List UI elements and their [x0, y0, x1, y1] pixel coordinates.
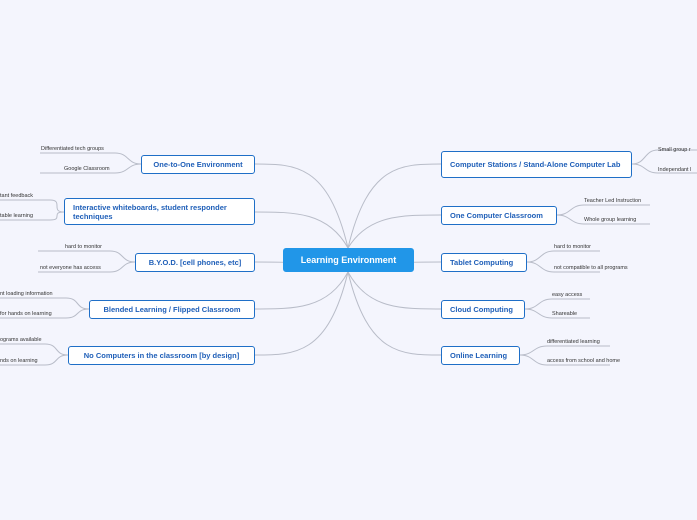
leaf-not-everyone-access[interactable]: not everyone has access — [40, 265, 101, 271]
connector-right-1 — [347, 214, 442, 249]
connector-left-1 — [254, 211, 349, 249]
leaf-connector-right-0-0 — [631, 149, 697, 165]
leaf-connector-left-2-0 — [38, 250, 136, 263]
branch-tablet-computing[interactable]: Tablet Computing — [441, 253, 527, 272]
connector-left-3 — [254, 271, 349, 310]
connector-left-0 — [254, 163, 349, 249]
connector-left-4 — [254, 271, 349, 356]
leaf-connector-right-2-0 — [526, 250, 600, 263]
leaf-connector-left-3-0 — [0, 297, 90, 310]
leaf-connector-left-1-1 — [0, 211, 65, 221]
leaf-connector-left-3-1 — [0, 308, 90, 319]
leaf-content-loading[interactable]: nt loading information — [0, 291, 53, 297]
branch-cloud-computing[interactable]: Cloud Computing — [441, 300, 525, 319]
branch-label: Tablet Computing — [450, 258, 514, 267]
branch-online-learning[interactable]: Online Learning — [441, 346, 520, 365]
leaf-hands-on-learning[interactable]: nds on learning — [0, 358, 38, 364]
branch-label: B.Y.O.D. [cell phones, etc] — [148, 258, 242, 267]
leaf-connector-left-4-0 — [0, 343, 69, 356]
branch-interactive-whiteboards[interactable]: Interactive whiteboards, student respond… — [64, 198, 255, 225]
leaf-connector-right-4-1 — [519, 354, 610, 366]
center-node[interactable]: Learning Environment — [283, 248, 414, 272]
leaf-small-group[interactable]: Small group r — [658, 147, 691, 153]
branch-label: Online Learning — [450, 351, 508, 360]
leaf-connector-left-4-1 — [0, 354, 69, 366]
leaf-connector-left-0-1 — [40, 163, 142, 174]
leaf-connector-right-1-0 — [556, 204, 650, 216]
leaf-easy-access[interactable]: easy access — [552, 292, 583, 298]
leaf-connector-left-1-0 — [0, 199, 65, 213]
branch-label: Blended Learning / Flipped Classroom — [103, 305, 241, 314]
branch-no-computers[interactable]: No Computers in the classroom [by design… — [68, 346, 255, 365]
branch-label: One Computer Classroom — [450, 211, 543, 220]
center-node-label: Learning Environment — [300, 254, 397, 265]
branch-one-computer-classroom[interactable]: One Computer Classroom — [441, 206, 557, 225]
leaf-connector-right-3-0 — [524, 298, 590, 310]
leaf-not-compatible[interactable]: not compatible to all programs — [554, 265, 628, 271]
leaf-shareable[interactable]: Shareable — [552, 311, 578, 317]
leaf-time-for-hands-on[interactable]: for hands on learning — [0, 311, 52, 317]
branch-byod[interactable]: B.Y.O.D. [cell phones, etc] — [135, 253, 255, 272]
leaf-access-school-home[interactable]: access from school and home — [547, 358, 621, 364]
leaf-teacher-led[interactable]: Teacher Led Instruction — [584, 198, 642, 204]
leaf-connector-right-0-1 — [631, 163, 697, 174]
leaf-connector-left-0-0 — [40, 152, 142, 165]
leaf-table-learning[interactable]: table learning — [0, 213, 34, 219]
branch-blended-learning[interactable]: Blended Learning / Flipped Classroom — [89, 300, 255, 319]
branch-one-to-one[interactable]: One-to-One Environment — [141, 155, 255, 174]
leaf-programs-available[interactable]: ograms available — [0, 337, 42, 343]
branch-label: Cloud Computing — [450, 305, 513, 314]
leaf-connector-left-2-1 — [38, 261, 136, 273]
leaf-differentiated-learning[interactable]: differentiated learning — [547, 339, 600, 345]
leaf-byod-hard-to-monitor[interactable]: hard to monitor — [65, 244, 102, 250]
connector-right-4 — [347, 271, 442, 356]
leaf-connector-right-2-1 — [526, 261, 600, 273]
leaf-connector-right-4-0 — [519, 345, 610, 356]
leaf-instant-feedback[interactable]: tant feedback — [0, 193, 34, 199]
branch-label: One-to-One Environment — [153, 160, 243, 169]
connector-right-3 — [347, 271, 442, 310]
leaf-independant[interactable]: Independant l — [658, 167, 692, 173]
branch-label: No Computers in the classroom [by design… — [83, 351, 240, 360]
branch-computer-stations[interactable]: Computer Stations / Stand-Alone Computer… — [441, 151, 632, 178]
leaf-whole-group[interactable]: Whole group learning — [584, 217, 637, 223]
branch-label: Interactive whiteboards, student respond… — [73, 202, 227, 221]
leaf-connector-right-1-1 — [556, 214, 650, 225]
leaf-differentiated-tech-groups[interactable]: Differentiated tech groups — [41, 146, 104, 152]
leaf-google-classroom[interactable]: Google Classroom — [64, 166, 110, 172]
connector-right-0 — [347, 163, 442, 249]
leaf-connector-right-3-1 — [524, 308, 590, 319]
leaf-hard-to-monitor[interactable]: hard to monitor — [554, 244, 591, 250]
branch-label: Computer Stations / Stand-Alone Computer… — [450, 160, 621, 169]
